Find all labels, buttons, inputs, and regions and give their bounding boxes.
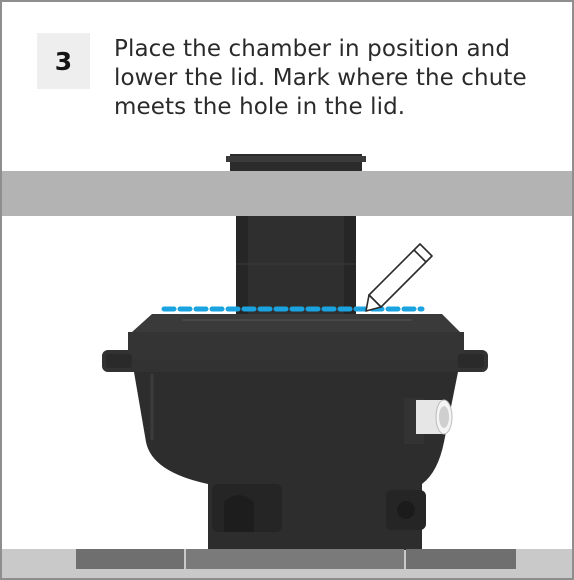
step-number: 3 xyxy=(54,46,73,76)
chamber-lid xyxy=(102,314,488,372)
pencil-icon xyxy=(365,243,433,312)
chute-top xyxy=(226,154,366,171)
inlet-pipe xyxy=(416,399,453,435)
chute-pipe xyxy=(236,216,356,316)
ground-segments xyxy=(76,549,516,569)
chamber-body xyxy=(134,372,458,550)
step-instruction-text: Place the chamber in position and lower … xyxy=(114,36,527,120)
step-number-badge: 3 xyxy=(37,33,90,89)
lid-slab xyxy=(2,171,572,216)
